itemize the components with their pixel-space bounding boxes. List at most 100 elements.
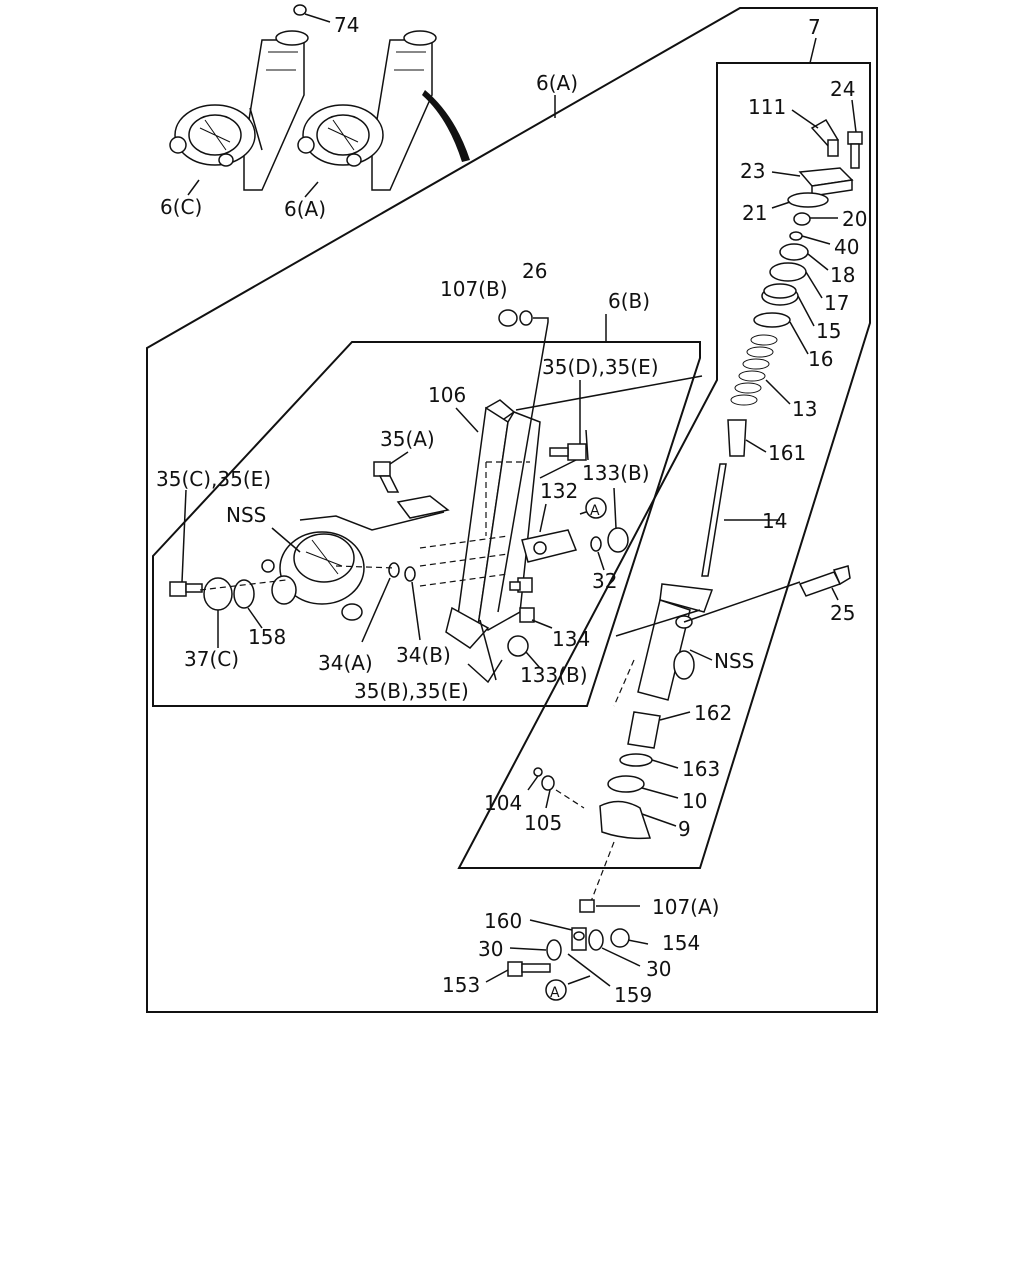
washer-40 (789, 231, 803, 241)
callout-40: 40 (834, 235, 859, 259)
pedal-swing-shade (422, 90, 470, 162)
nut-133b-top (607, 527, 629, 553)
callout-17: 17 (824, 291, 849, 315)
seal-17 (769, 262, 807, 282)
callout-9: 9 (678, 817, 691, 841)
bolt-132 (521, 529, 578, 563)
callout-133b-top: 133(B) (582, 461, 650, 485)
callout-15: 15 (816, 319, 841, 343)
callout-132: 132 (540, 479, 578, 503)
bolt-134-lower (519, 607, 535, 623)
ref-a-label-top: A (590, 503, 600, 519)
callout-32: 32 (592, 569, 617, 593)
callout-154: 154 (662, 931, 700, 955)
ref-a-circle-top (585, 497, 607, 519)
clip-105 (541, 775, 555, 791)
callout-107a: 107(A) (652, 895, 719, 919)
sleeve-162 (627, 711, 661, 749)
seal-10 (607, 775, 645, 793)
callout-16: 16 (808, 347, 833, 371)
rod-14 (701, 463, 727, 577)
callout-162: 162 (694, 701, 732, 725)
callout-163: 163 (682, 757, 720, 781)
seal-18 (779, 243, 809, 261)
plate-30-right (588, 929, 604, 951)
callout-25: 25 (830, 601, 855, 625)
bolt-24 (847, 131, 863, 169)
callout-161: 161 (768, 441, 806, 465)
spring-13 (730, 334, 778, 406)
callout-nss-housing: NSS (226, 503, 266, 527)
pedal-assembly-6c (169, 4, 309, 191)
callout-37c: 37(C) (184, 647, 239, 671)
callout-111: 111 (748, 95, 786, 119)
cover-37c (203, 577, 233, 611)
pedal-assembly-6a (297, 30, 437, 191)
callout-13: 13 (792, 397, 817, 421)
callout-34a: 34(A) (318, 651, 373, 675)
washer-32 (590, 536, 602, 552)
pin-104 (533, 767, 543, 777)
ring-16 (753, 312, 791, 328)
washer-34a (388, 562, 400, 578)
plate-158 (233, 579, 255, 609)
nut-107b (498, 309, 518, 327)
callout-nss-cylinder: NSS (714, 649, 754, 673)
callout-74: 74 (334, 13, 359, 37)
callout-6a-top: 6(A) (536, 71, 578, 95)
plate-30-left (546, 939, 562, 961)
callout-159: 159 (614, 983, 652, 1007)
retainer-15 (761, 283, 799, 306)
callout-34b: 34(B) (396, 643, 451, 667)
bolt-25 (798, 565, 851, 597)
pedal-housing-nss (261, 531, 365, 621)
cylinder-body (637, 583, 714, 701)
callout-105: 105 (524, 811, 562, 835)
callout-24: 24 (830, 77, 855, 101)
callout-160: 160 (484, 909, 522, 933)
main-frame (146, 7, 878, 1013)
callout-107b: 107(B) (440, 277, 508, 301)
callout-10: 10 (682, 789, 707, 813)
nut-20 (793, 212, 811, 226)
callout-106: 106 (428, 383, 466, 407)
bolt-134 (509, 577, 533, 593)
callout-133b-bottom: 133(B) (520, 663, 588, 687)
ring-163 (619, 753, 653, 767)
callout-30-left: 30 (478, 937, 503, 961)
callout-6a-left: 6(A) (284, 197, 326, 221)
callout-35be: 35(B),35(E) (354, 679, 469, 703)
callout-23: 23 (740, 159, 765, 183)
washer-26 (519, 310, 533, 326)
callout-158: 158 (248, 625, 286, 649)
ring-21 (787, 192, 829, 208)
assembly-7-frame (457, 62, 871, 869)
callout-18: 18 (830, 263, 855, 287)
boot-9 (599, 800, 652, 840)
callout-6b: 6(B) (608, 289, 650, 313)
nut-154 (610, 928, 630, 948)
callout-7: 7 (808, 15, 821, 39)
bolt-153 (507, 961, 551, 977)
callout-30-right: 30 (646, 957, 671, 981)
callout-134: 134 (552, 627, 590, 651)
ref-a-label-bottom: A (550, 985, 560, 1001)
sleeve-161 (727, 419, 747, 457)
bolt-111 (810, 118, 839, 157)
bolt-35a (373, 461, 400, 493)
callout-26: 26 (522, 259, 547, 283)
callout-35ce: 35(C),35(E) (156, 467, 271, 491)
clevis-160 (571, 927, 587, 951)
bolt-35de (549, 443, 587, 461)
callout-6c: 6(C) (160, 195, 202, 219)
nut-133b-bottom (507, 635, 529, 657)
callout-153: 153 (442, 973, 480, 997)
assembly-6b-frame (152, 341, 701, 707)
callout-21: 21 (742, 201, 767, 225)
bracket-plate (396, 495, 450, 519)
callout-35de: 35(D),35(E) (542, 355, 659, 379)
nut-107a (579, 899, 595, 913)
ref-a-circle-bottom (545, 979, 567, 1001)
cap-23 (798, 167, 854, 197)
